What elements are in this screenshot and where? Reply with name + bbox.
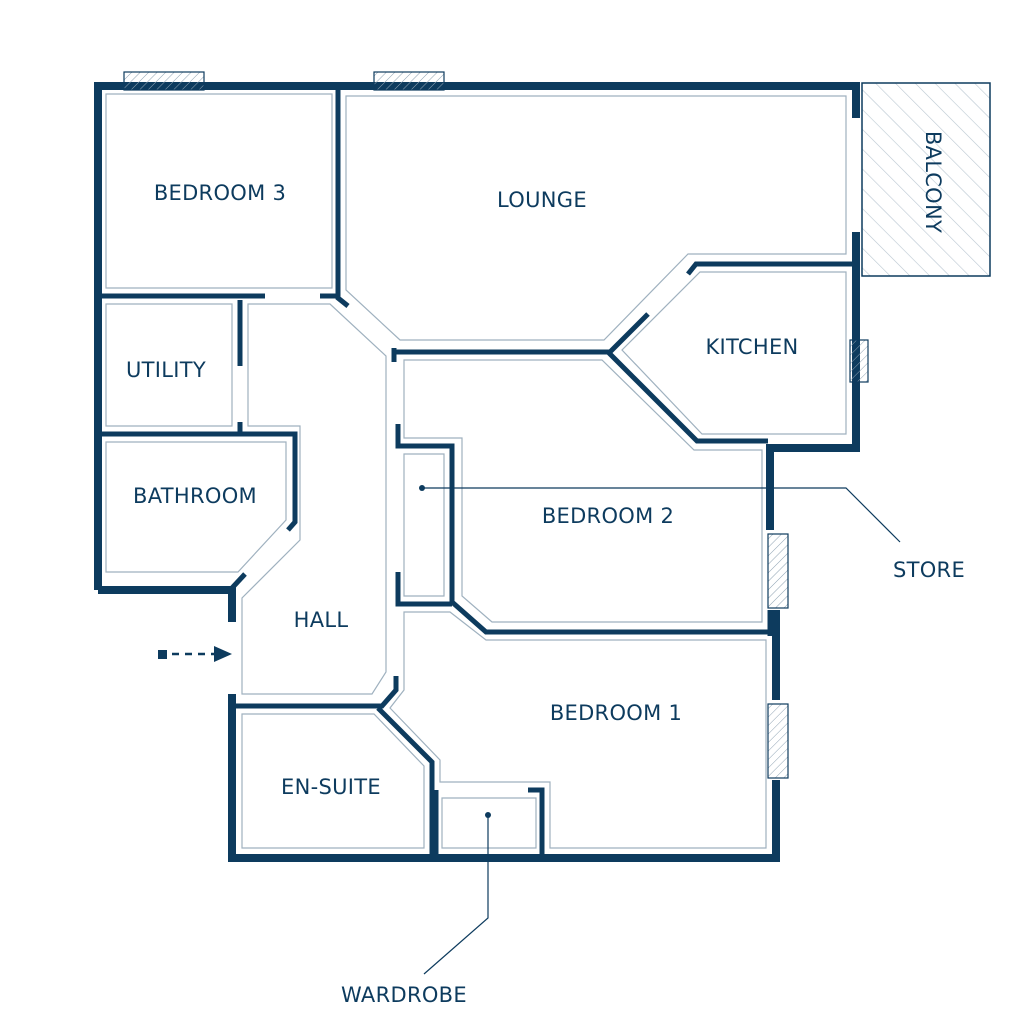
- room-label-bedroom1: BEDROOM 1: [550, 701, 682, 725]
- leader-lines: [419, 485, 901, 975]
- room-label-bedroom2: BEDROOM 2: [542, 504, 674, 528]
- windows: [123, 71, 869, 779]
- inner-outlines: [105, 93, 847, 849]
- room-label-bedroom3: BEDROOM 3: [154, 181, 286, 205]
- room-label-wardrobe: WARDROBE: [341, 983, 467, 1007]
- room-label-ensuite: EN-SUITE: [281, 775, 381, 799]
- room-label-bathroom: BATHROOM: [133, 484, 257, 508]
- room-label-store: STORE: [893, 558, 965, 582]
- interior-walls: [102, 90, 852, 854]
- room-label-kitchen: KITCHEN: [705, 335, 798, 359]
- room-label-hall: HALL: [294, 608, 349, 632]
- room-label-balcony: BALCONY: [921, 131, 945, 233]
- balcony-area: [861, 82, 991, 277]
- room-label-utility: UTILITY: [126, 358, 206, 382]
- entrance-arrow-icon: [158, 646, 232, 662]
- room-label-lounge: LOUNGE: [497, 188, 587, 212]
